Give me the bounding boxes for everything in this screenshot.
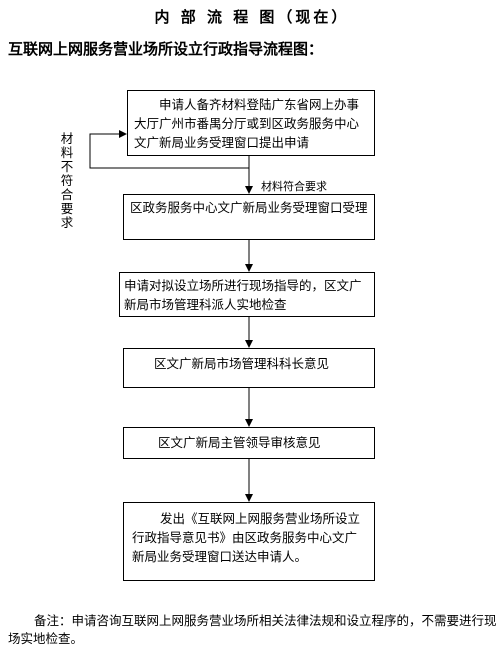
footnote: 备注：申请咨询互联网上网服务营业场所相关法律法规和设立程序的，不需要进行现场实地… [8,613,497,646]
step-5-box: 区文广新局主管领导审核意见 [123,427,375,459]
arrow-not-compliant-loop [89,130,249,169]
step-6-box: 发出《互联网上网服务营业场所设立行政指导意见书》由区政务服务中心文广新局业务受理… [123,502,375,581]
step-3-text: 申请对拟设立场所进行现场指导的，区文广新局市场管理科派人实地检查 [124,278,362,312]
step-4-box: 区文广新局市场管理科科长意见 [123,348,375,388]
compliant-label: 材料符合要求 [261,180,327,193]
not-compliant-label: 材料不符合要求 [60,131,74,230]
step-6-text: 发出《互联网上网服务营业场所设立行政指导意见书》由区政务服务中心文广新局业务受理… [132,511,361,564]
page-title: 内 部 流 程 图（现在） [154,8,350,26]
step-3-box: 申请对拟设立场所进行现场指导的，区文广新局市场管理科派人实地检查 [119,272,375,317]
step-4-text: 区文广新局市场管理科科长意见 [154,356,330,371]
flowchart-title: 互联网上网服务营业场所设立行政指导流程图： [8,40,324,58]
step-1-text: 申请人备齐材料登陆广东省网上办事大厅广州市番禺分厅或到区政务服务中心文广新局业务… [134,97,360,150]
step-5-text: 区文广新局主管领导审核意见 [158,435,321,450]
step-2-box: 区政务服务中心文广新局业务受理窗口受理 [123,194,375,240]
step-2-text: 区政务服务中心文广新局业务受理窗口受理 [130,200,368,215]
step-1-box: 申请人备齐材料登陆广东省网上办事大厅广州市番禺分厅或到区政务服务中心文广新局业务… [127,90,375,156]
